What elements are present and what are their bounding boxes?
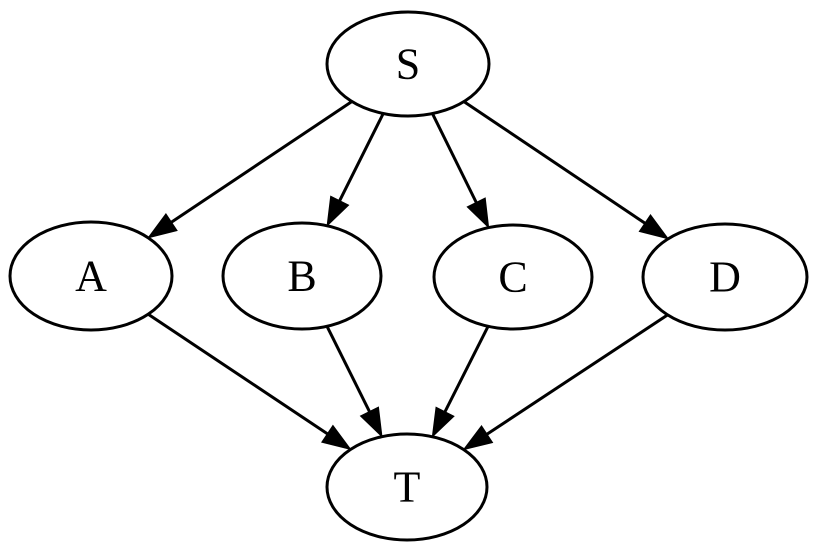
edge-line (463, 100, 650, 227)
arrowhead-icon (466, 197, 490, 229)
arrowhead-icon (146, 213, 178, 239)
edge-S-B (326, 112, 385, 228)
edge-line (325, 325, 373, 416)
edge-S-C (431, 112, 490, 229)
node-ellipse (641, 222, 809, 332)
node-ellipse (221, 221, 383, 331)
arrowhead-icon (431, 406, 455, 439)
edge-line (336, 112, 385, 205)
edge-A-T (147, 312, 352, 451)
arrowhead-icon (462, 424, 494, 451)
node-label: D (709, 253, 741, 302)
node-D: D (641, 222, 809, 332)
edge-line (167, 100, 353, 226)
node-label: S (396, 40, 420, 89)
node-label: B (287, 252, 316, 301)
edge-C-T (431, 325, 490, 439)
node-label: T (394, 463, 421, 512)
node-C: C (432, 223, 594, 331)
arrowhead-icon (638, 214, 670, 240)
edge-S-D (463, 100, 670, 240)
edge-S-A (146, 100, 353, 239)
edge-line (482, 313, 669, 438)
node-label: A (75, 252, 107, 301)
arrowhead-icon (359, 406, 383, 438)
node-label: C (498, 253, 527, 302)
node-A: A (8, 220, 174, 332)
arrowhead-icon (321, 424, 352, 451)
edge-D-T (462, 313, 669, 451)
arrowhead-icon (326, 195, 350, 228)
edge-B-T (325, 325, 383, 438)
node-S: S (325, 10, 491, 118)
edge-line (431, 112, 480, 207)
node-B: B (221, 221, 383, 331)
node-ellipse (432, 223, 594, 331)
node-ellipse (325, 10, 491, 118)
node-ellipse (325, 432, 489, 542)
node-T: T (325, 432, 489, 542)
edge-line (441, 325, 490, 416)
node-ellipse (8, 220, 174, 332)
edge-line (147, 312, 332, 438)
